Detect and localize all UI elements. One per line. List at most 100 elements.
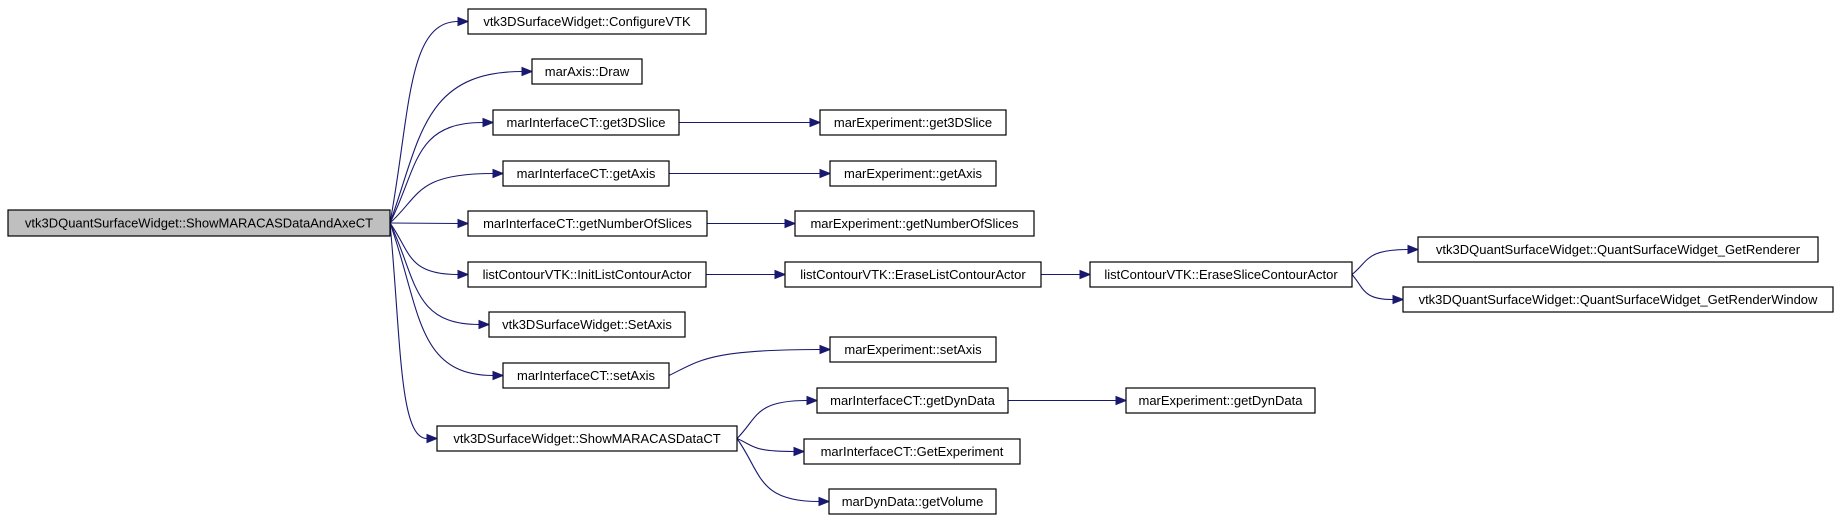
node-label: vtk3DQuantSurfaceWidget::QuantSurfaceWid… [1419, 292, 1818, 307]
node-label: listContourVTK::EraseSliceContourActor [1104, 267, 1338, 282]
node-label: marAxis::Draw [545, 64, 630, 79]
node-marinterfacect-getnumberofslices[interactable]: marInterfaceCT::getNumberOfSlices [467, 210, 708, 237]
node-marinterfacect-setaxis[interactable]: marInterfaceCT::setAxis [502, 362, 670, 389]
node-box[interactable] [1089, 261, 1353, 288]
arrowhead-n_ict_getaxis-to-n_exp_getaxis [819, 168, 832, 179]
arrowhead-n_ict_get3d-to-n_exp_get3d [809, 117, 822, 128]
node-vtk3dsurfacewidget-setaxis[interactable]: vtk3DSurfaceWidget::SetAxis [488, 311, 686, 338]
edge-n_showdata-to-n_ict_getexp [736, 437, 795, 453]
node-box[interactable] [794, 210, 1035, 237]
node-marexperiment-get3dslice[interactable]: marExperiment::get3DSlice [819, 109, 1007, 136]
edge-n_erase_slice-to-n_get_renderwindow [1351, 274, 1394, 301]
node-label: marInterfaceCT::GetExperiment [821, 444, 1004, 459]
arrowhead-n_ict_setaxis-to-n_exp_setaxis [819, 344, 832, 355]
node-label: marInterfaceCT::get3DSlice [507, 115, 666, 130]
edge-n_erase_slice-to-n_get_renderer [1351, 248, 1409, 275]
arrowhead-n_showdata-to-n_dyn_getvol [818, 496, 831, 507]
arrowhead-root-to-n_configure [457, 16, 470, 27]
node-box[interactable] [531, 58, 643, 85]
node-label: listContourVTK::EraseListContourActor [800, 267, 1026, 282]
node-label: marInterfaceCT::getAxis [517, 166, 656, 181]
edge-root-to-n_setaxis_sw [389, 222, 480, 326]
node-label: marExperiment::getDynData [1138, 393, 1303, 408]
arrowhead-root-to-n_setaxis_sw [478, 319, 491, 330]
arrowhead-n_erase_slice-to-n_get_renderwindow [1392, 294, 1405, 305]
node-listcontourvtk-eraselistcontouractor[interactable]: listContourVTK::EraseListContourActor [784, 261, 1042, 288]
edge-root-to-n_showdata [389, 222, 428, 440]
edge-n_showdata-to-n_ict_getdyn [736, 399, 808, 439]
arrowhead-n_showdata-to-n_ict_getdyn [806, 395, 819, 406]
arrowhead-n_init_list-to-n_erase_list [774, 269, 787, 280]
arrowhead-n_erase_slice-to-n_get_renderer [1407, 244, 1420, 255]
node-mardyndata-getvolume[interactable]: marDynData::getVolume [828, 488, 997, 515]
edge-root-to-n_configure [389, 20, 459, 224]
node-label: vtk3DSurfaceWidget::SetAxis [502, 317, 672, 332]
node-marexperiment-setaxis[interactable]: marExperiment::setAxis [829, 336, 997, 363]
node-box[interactable] [816, 387, 1009, 414]
node-box[interactable] [467, 261, 707, 288]
arrowhead-n_ict_getnum-to-n_exp_getnum [784, 218, 797, 229]
node-label: marInterfaceCT::setAxis [517, 368, 655, 383]
node-box[interactable] [467, 210, 708, 237]
node-box[interactable] [502, 362, 670, 389]
node-vtk3dquantsurfacewidget-quantsurfacewidget-getrenderer[interactable]: vtk3DQuantSurfaceWidget::QuantSurfaceWid… [1417, 236, 1819, 263]
node-label: marInterfaceCT::getNumberOfSlices [483, 216, 692, 231]
edge-root-to-n_ict_getaxis [389, 172, 494, 224]
edge-n_showdata-to-n_dyn_getvol [736, 438, 820, 503]
arrowhead-n_ict_getdyn-to-n_exp_getdyn [1115, 395, 1128, 406]
node-box[interactable] [784, 261, 1042, 288]
edge-root-to-n_ict_get3d [389, 121, 484, 224]
node-box[interactable] [1402, 286, 1834, 313]
node-label: marInterfaceCT::getDynData [830, 393, 996, 408]
node-listcontourvtk-eraseslicecontouractor[interactable]: listContourVTK::EraseSliceContourActor [1089, 261, 1353, 288]
node-label: marExperiment::get3DSlice [834, 115, 992, 130]
node-label: vtk3DSurfaceWidget::ConfigureVTK [483, 14, 691, 29]
node-box[interactable] [436, 425, 738, 452]
edge-root-to-n_draw [389, 70, 523, 224]
edge-root-to-n_init_list [389, 222, 459, 276]
arrowhead-root-to-n_ict_setaxis [492, 370, 505, 381]
arrowhead-root-to-n_init_list [457, 269, 470, 280]
node-marinterfacect-getaxis[interactable]: marInterfaceCT::getAxis [502, 160, 670, 187]
node-box[interactable] [829, 336, 997, 363]
edges-layer [389, 16, 1420, 507]
node-box[interactable] [1125, 387, 1316, 414]
node-maraxis-draw[interactable]: marAxis::Draw [531, 58, 643, 85]
arrowhead-root-to-n_showdata [426, 433, 439, 444]
node-box[interactable] [828, 488, 997, 515]
node-box[interactable] [488, 311, 686, 338]
arrowhead-root-to-n_ict_getnum [457, 218, 470, 229]
node-box[interactable] [803, 438, 1021, 465]
root-node-box[interactable] [7, 209, 391, 237]
node-marexperiment-getaxis[interactable]: marExperiment::getAxis [829, 160, 997, 187]
edge-root-to-n_ict_setaxis [389, 222, 494, 377]
arrowhead-root-to-n_ict_getaxis [492, 168, 505, 179]
node-box[interactable] [502, 160, 670, 187]
node-marexperiment-getdyndata[interactable]: marExperiment::getDynData [1125, 387, 1316, 414]
node-vtk3dsurfacewidget-configurevtk[interactable]: vtk3DSurfaceWidget::ConfigureVTK [467, 8, 707, 35]
node-box[interactable] [467, 8, 707, 35]
node-label: marExperiment::setAxis [844, 342, 982, 357]
arrowhead-n_showdata-to-n_ict_getexp [793, 446, 806, 457]
node-label: vtk3DQuantSurfaceWidget::ShowMARACASData… [25, 215, 373, 230]
node-label: vtk3DSurfaceWidget::ShowMARACASDataCT [453, 431, 720, 446]
node-label: vtk3DQuantSurfaceWidget::QuantSurfaceWid… [1436, 242, 1801, 257]
arrowhead-root-to-n_draw [521, 66, 534, 77]
node-box[interactable] [1417, 236, 1819, 263]
edge-root-to-n_ict_getnum [389, 222, 459, 225]
node-marinterfacect-getexperiment[interactable]: marInterfaceCT::GetExperiment [803, 438, 1021, 465]
node-box[interactable] [492, 109, 680, 136]
node-marinterfacect-get3dslice[interactable]: marInterfaceCT::get3DSlice [492, 109, 680, 136]
node-marinterfacect-getdyndata[interactable]: marInterfaceCT::getDynData [816, 387, 1009, 414]
node-box[interactable] [819, 109, 1007, 136]
node-vtk3dquantsurfacewidget-quantsurfacewidget-getrenderwindow[interactable]: vtk3DQuantSurfaceWidget::QuantSurfaceWid… [1402, 286, 1834, 313]
node-label: marExperiment::getNumberOfSlices [810, 216, 1019, 231]
edge-n_ict_setaxis-to-n_exp_setaxis [668, 348, 821, 376]
node-marexperiment-getnumberofslices[interactable]: marExperiment::getNumberOfSlices [794, 210, 1035, 237]
node-box[interactable] [829, 160, 997, 187]
node-vtk3dquantsurfacewidget-showmaracasdataandaxect[interactable]: vtk3DQuantSurfaceWidget::ShowMARACASData… [7, 209, 391, 237]
node-label: marDynData::getVolume [842, 494, 984, 509]
node-vtk3dsurfacewidget-showmaracasdatact[interactable]: vtk3DSurfaceWidget::ShowMARACASDataCT [436, 425, 738, 452]
node-listcontourvtk-initlistcontouractor[interactable]: listContourVTK::InitListContourActor [467, 261, 707, 288]
node-label: listContourVTK::InitListContourActor [483, 267, 692, 282]
